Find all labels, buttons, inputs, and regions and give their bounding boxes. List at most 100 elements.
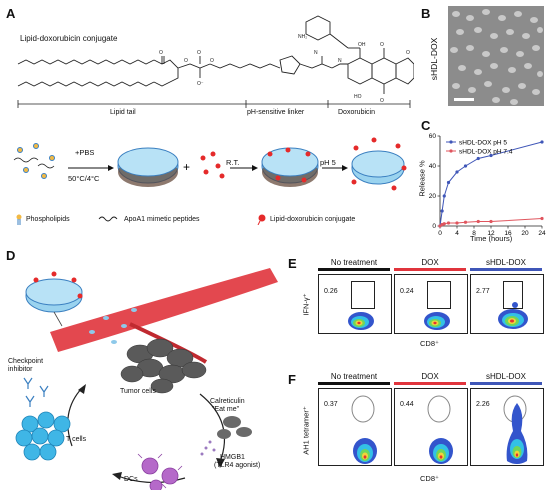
panel-label-c: C <box>421 118 431 133</box>
segment-doxorubicin: Doxorubicin <box>338 109 375 116</box>
svg-text:N: N <box>338 58 342 64</box>
e-header-no-treatment: No treatment <box>330 258 378 267</box>
chart-point-1 <box>455 221 459 225</box>
e-plot-no-treatment: 0.26 <box>318 274 392 334</box>
f-density <box>353 438 377 464</box>
e-value-no-treatment: 0.26 <box>324 288 338 295</box>
chart-point-0 <box>442 194 446 198</box>
chart-point-1 <box>476 219 480 224</box>
f-value-shdl-dox: 2.26 <box>476 401 490 408</box>
e-gate <box>503 281 523 309</box>
panel-label-d: D <box>6 248 16 263</box>
immunity-schematic <box>15 268 278 490</box>
e-bar-no-treatment <box>318 268 390 271</box>
f-gate <box>351 395 375 423</box>
panel-label-a: A <box>6 6 16 21</box>
f-header-no-treatment: No treatment <box>330 372 378 381</box>
e-ylabel-wrap: IFN-γ⁺ <box>298 276 312 334</box>
label-hmgb1: HMGB1 <box>220 454 245 461</box>
e-xlabel: CD8⁺ <box>420 339 439 348</box>
f-density <box>429 438 453 464</box>
f-bar-dox <box>394 382 466 385</box>
f-bar-no-treatment <box>318 382 390 385</box>
f-ylabel: AH1 tetramer⁺ <box>301 406 311 455</box>
e-gate <box>427 281 451 309</box>
chart-point-0 <box>489 153 493 158</box>
f-bar-shdl-dox <box>470 382 542 385</box>
chart-legend-label-0: sHDL-DOX pH 5 <box>459 139 507 146</box>
e-density <box>498 302 528 329</box>
f-value-no-treatment: 0.37 <box>324 401 338 408</box>
conjugate-title: Lipid-doxorubicin conjugate <box>20 34 118 43</box>
svg-text:O: O <box>406 50 410 56</box>
e-bar-dox <box>394 268 466 271</box>
f-header-shdl-dox: sHDL-DOX <box>485 372 526 381</box>
svg-text:OH: OH <box>358 42 366 48</box>
chart-x-tick-label: 8 <box>472 230 476 237</box>
chart-x-tick-label: 0 <box>438 230 442 237</box>
label-checkpoint: Checkpoint inhibitor <box>8 358 44 373</box>
chart-point-0 <box>463 164 468 168</box>
label-dcs: DCs <box>124 476 138 483</box>
tem-side-label: sHDL-DOX <box>429 37 439 81</box>
e-ylabel: IFN-γ⁺ <box>301 293 311 316</box>
chart-point-1 <box>442 222 446 226</box>
label-eat-me: "Eat me" <box>212 406 240 413</box>
step-rt: R.T. <box>226 158 240 167</box>
svg-text:O⁻: O⁻ <box>197 81 204 87</box>
chart-xlabel: Time (hours) <box>470 234 513 243</box>
f-plot-no-treatment: 0.37 <box>318 388 392 466</box>
legend-peptides: ApoA1 mimetic peptides <box>124 216 200 223</box>
svg-text:N: N <box>314 50 318 56</box>
f-value-dox: 0.44 <box>400 401 414 408</box>
chart-y-tick-label: 60 <box>429 133 437 140</box>
f-ylabel-wrap: AH1 tetramer⁺ <box>298 392 312 468</box>
legend-conjugate: Lipid-doxorubicin conjugate <box>270 216 356 223</box>
svg-text:O: O <box>197 50 201 56</box>
chart-point-0 <box>455 170 459 174</box>
e-value-dox: 0.24 <box>400 288 414 295</box>
chart-legend-marker-0 <box>449 140 453 144</box>
e-plot-dox: 0.24 <box>394 274 468 334</box>
tem-image <box>448 6 544 106</box>
svg-text:HO: HO <box>354 94 362 100</box>
e-header-dox: DOX <box>421 258 439 267</box>
e-density <box>424 312 450 330</box>
chart-point-0 <box>446 180 451 185</box>
step-temp: 50°C/4°C <box>68 174 100 183</box>
panel-label-e: E <box>288 256 297 271</box>
step-pbs: +PBS <box>75 148 95 157</box>
chart-y-tick-label: 40 <box>429 163 437 170</box>
f-xlabel: CD8⁺ <box>420 474 439 483</box>
lipid-doxorubicin-structure: O O O⁻ O O N NH₂ N OH O O HO O <box>17 15 414 108</box>
e-bar-shdl-dox <box>470 268 542 271</box>
svg-text:O: O <box>159 50 163 56</box>
label-t-cells: T cells <box>66 436 87 443</box>
legend-phospholipids: Phospholipids <box>26 216 70 223</box>
conjugate-icon <box>257 214 266 225</box>
chart-point-1 <box>489 219 493 224</box>
f-plot-shdl-dox: 2.26 <box>470 388 544 466</box>
svg-text:O: O <box>380 42 384 48</box>
e-plot-shdl-dox: 2.77 <box>470 274 544 334</box>
chart-y-tick-label: 20 <box>429 193 437 200</box>
panel-label-f: F <box>288 372 296 387</box>
chart-ylabel-wrap: Release % <box>416 150 430 210</box>
label-tumor-cells: Tumor cells <box>120 388 156 395</box>
chart-legend-marker-1 <box>449 149 453 153</box>
e-density <box>348 312 374 330</box>
chart-y-tick-label: 0 <box>432 223 436 230</box>
f-gate <box>427 395 451 423</box>
assembly-schematic: + <box>13 137 407 191</box>
segment-ph-linker: pH-sensitive linker <box>247 109 305 116</box>
chart-x-tick-label: 4 <box>455 230 459 237</box>
chart-point-0 <box>476 156 480 161</box>
svg-text:+: + <box>183 160 190 174</box>
svg-text:O: O <box>380 98 384 104</box>
f-header-dox: DOX <box>421 372 439 381</box>
svg-text:O: O <box>210 58 214 64</box>
svg-text:O: O <box>184 58 188 64</box>
svg-text:NH₂: NH₂ <box>298 34 307 40</box>
panel-label-b: B <box>421 6 431 21</box>
chart-x-tick-label: 24 <box>538 230 546 237</box>
